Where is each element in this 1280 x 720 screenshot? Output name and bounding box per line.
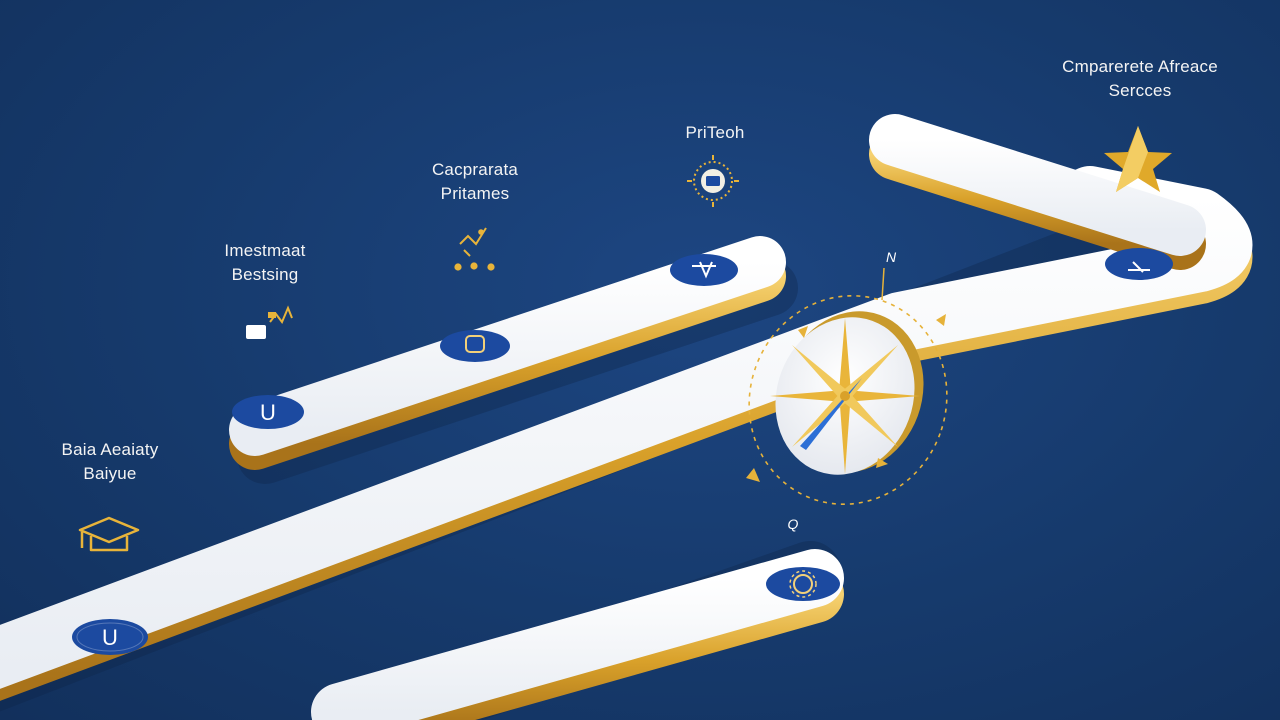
label-investment-banking-line2: Bestsing bbox=[231, 265, 299, 284]
label-corporate-finance: Cacprarata Pritames bbox=[395, 158, 555, 206]
compass-north-label: N bbox=[886, 249, 897, 265]
compass-south-label: Q bbox=[788, 516, 799, 532]
track-bottom bbox=[311, 541, 844, 720]
label-fintech: PriTeoh bbox=[650, 121, 780, 145]
milestone-u-glyph: U bbox=[260, 400, 276, 425]
graduation-cap-icon bbox=[78, 516, 140, 552]
label-data-analytics: Baia Aeaiaty Baiyue bbox=[30, 438, 190, 486]
label-corporate-finance-line2: Pritames bbox=[440, 184, 510, 203]
milestone-badge-1[interactable]: U bbox=[72, 619, 148, 655]
milestone-badge-4[interactable] bbox=[670, 254, 738, 286]
sun-gear-icon bbox=[687, 155, 739, 207]
growth-chart-icon bbox=[454, 227, 495, 271]
compass bbox=[746, 267, 948, 506]
label-corporate-advisory: Cmparerete Afreace Sercces bbox=[1040, 55, 1240, 103]
track-upper-right bbox=[869, 114, 1206, 270]
label-investment-banking: Imestmaat Bestsing bbox=[185, 239, 345, 287]
milestone-badge-6[interactable] bbox=[766, 567, 840, 601]
label-investment-banking-line1: Imestmaat bbox=[224, 241, 306, 260]
label-corporate-advisory-line2: Sercces bbox=[1108, 81, 1172, 100]
label-corporate-advisory-line1: Cmparerete Afreace bbox=[1062, 57, 1218, 76]
milestone-badge-2[interactable]: U bbox=[232, 395, 304, 429]
milestone-badge-5[interactable] bbox=[1105, 248, 1173, 280]
label-corporate-finance-line1: Cacprarata bbox=[431, 160, 519, 179]
milestone-u-glyph: U bbox=[102, 625, 118, 650]
briefcase-icon bbox=[246, 305, 293, 339]
milestone-badge-3[interactable] bbox=[440, 330, 510, 362]
label-data-analytics-line1: Baia Aeaiaty bbox=[61, 440, 159, 459]
star-icon bbox=[1104, 126, 1172, 192]
label-fintech-line1: PriTeoh bbox=[685, 123, 745, 142]
label-data-analytics-line2: Baiyue bbox=[83, 464, 137, 483]
